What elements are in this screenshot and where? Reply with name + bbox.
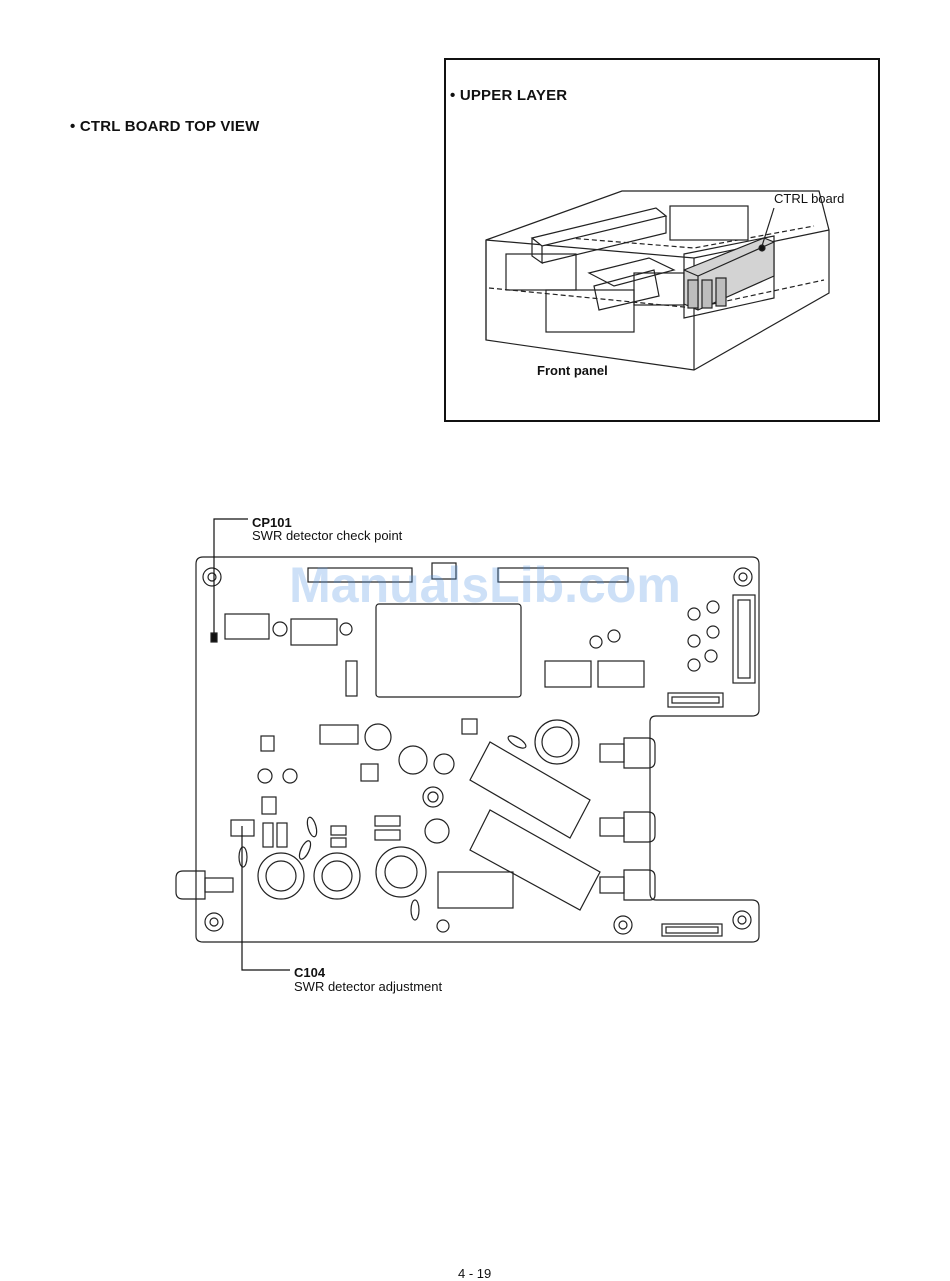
watermark-text: ManualsLib.com [289, 557, 681, 613]
page-number: 4 - 19 [458, 1266, 491, 1281]
